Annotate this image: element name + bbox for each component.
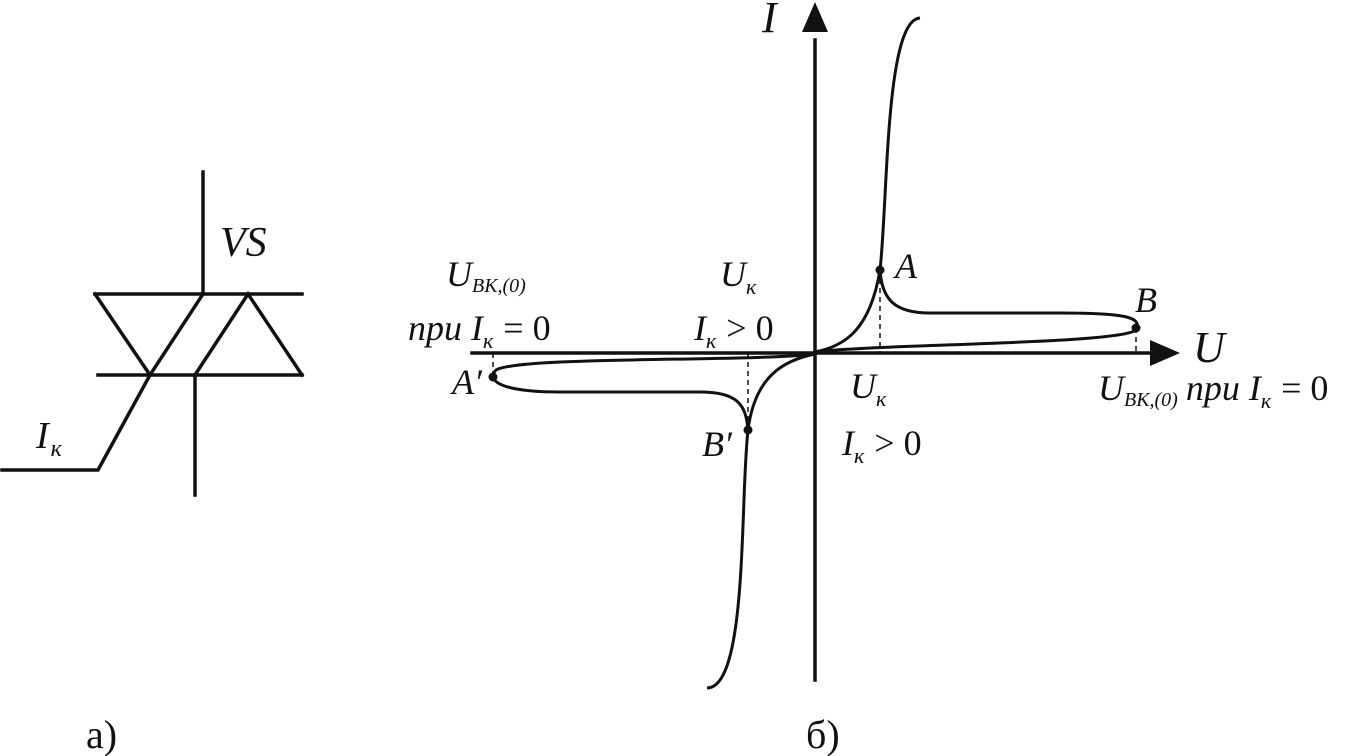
diode-left-triangle bbox=[92, 291, 206, 379]
gate-current-label: Iк bbox=[35, 415, 63, 462]
caption-b: б) bbox=[806, 712, 840, 756]
label-neg-breakover-voltage: UВК,(0) bbox=[446, 254, 526, 297]
label-pos-control-voltage: Uк bbox=[850, 366, 887, 411]
label-neg-breakover-condition: при Iк= 0 bbox=[408, 308, 551, 353]
point-A-prime bbox=[488, 372, 498, 382]
caption-a: а) bbox=[86, 712, 117, 756]
label-pos-breakover: UВК,(0)при Iк= 0 bbox=[1098, 368, 1328, 413]
x-axis-label: U bbox=[1193, 323, 1228, 372]
x-axis-arrow bbox=[1150, 340, 1180, 366]
label-neg-control-current: Iк> 0 bbox=[693, 308, 774, 353]
curve-positive-control bbox=[814, 16, 921, 354]
curve-negative-breakover bbox=[491, 352, 816, 431]
label-pos-control-current: Iк> 0 bbox=[841, 423, 922, 468]
y-axis-arrow bbox=[802, 2, 828, 32]
triac-symbol: VS Iк а) bbox=[0, 170, 305, 756]
diode-right-triangle bbox=[192, 290, 305, 378]
label-point-B-prime: B′ bbox=[702, 424, 733, 464]
label-point-A-prime: A′ bbox=[450, 362, 483, 402]
y-axis-label: I bbox=[761, 0, 779, 42]
point-B-prime bbox=[743, 425, 753, 435]
iv-characteristic: I U A B A′ B′ UВК,(0)при Iк= 0 Uк Iк> 0 … bbox=[408, 0, 1328, 756]
point-B bbox=[1131, 323, 1141, 333]
label-neg-control-voltage: Uк bbox=[720, 254, 757, 299]
label-point-B: B bbox=[1135, 280, 1157, 320]
curve-positive-breakover bbox=[814, 269, 1139, 354]
curve-negative-control bbox=[706, 352, 816, 690]
gate-lead bbox=[0, 372, 153, 472]
triac-designator: VS bbox=[220, 220, 267, 266]
label-point-A: A bbox=[893, 246, 918, 286]
point-A bbox=[875, 265, 885, 275]
